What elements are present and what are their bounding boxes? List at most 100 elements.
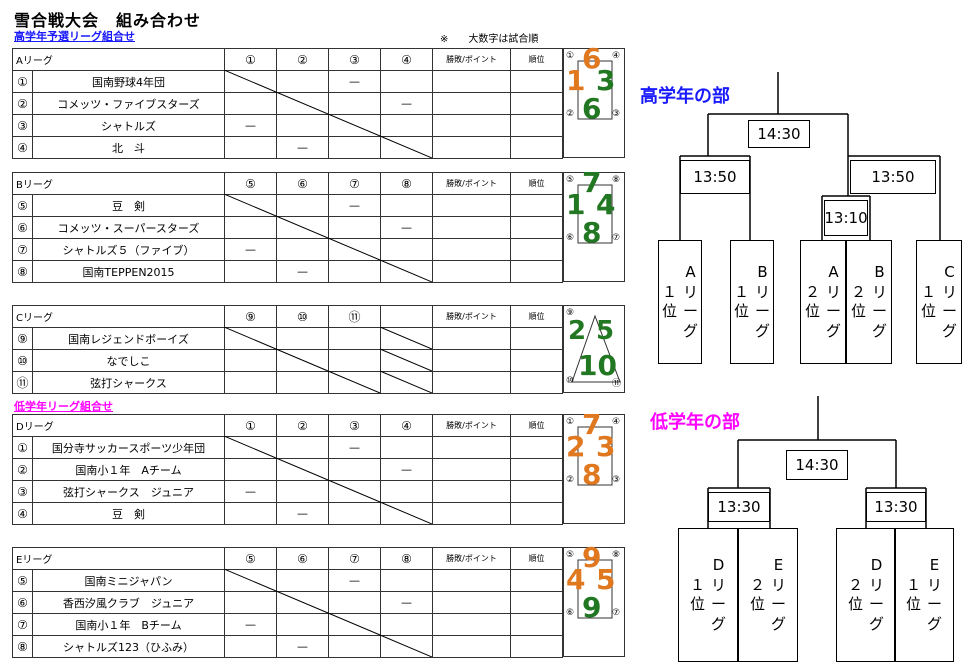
team-name: 国南ミニジャパン — [31, 569, 226, 592]
diagonal-line — [379, 370, 432, 393]
triangle-shape — [571, 314, 621, 383]
entry-rank-text: １ — [661, 282, 677, 301]
entry-league-text: ー — [872, 302, 888, 320]
entry-rank-text: ２ — [749, 575, 765, 594]
note: ※ 大数字は試合順 — [440, 34, 539, 45]
corner-label: ④ — [612, 417, 621, 427]
diagonal-overlay — [224, 436, 432, 524]
diagonal-overlay — [224, 70, 432, 158]
high-section-label: 高学年予選リーグ組合せ — [14, 30, 135, 43]
low-bracket-title: 低学年の部 — [650, 412, 740, 433]
game-order-number: 3 — [596, 430, 616, 463]
team-name: 北 斗 — [32, 136, 225, 159]
page-title: 雪合戦大会 組み合わせ — [14, 11, 202, 30]
entry-league-letter: B — [757, 263, 768, 281]
entry-league-text: グ — [826, 321, 842, 340]
game-order-number: 2 — [568, 316, 587, 346]
entry-league-text: グ — [942, 321, 958, 340]
entry-rank-text: １ — [689, 575, 705, 594]
game-order-number: 8 — [582, 458, 602, 491]
rank-cell — [510, 502, 564, 525]
entry-rank-text: 位 — [847, 595, 863, 613]
game-order-number: 2 — [566, 430, 586, 463]
game-order-number: 5 — [596, 563, 616, 596]
team-name: 弦打シャークス — [31, 371, 226, 394]
final-time: 14:30 — [748, 120, 810, 148]
corner-label: ⑦ — [612, 608, 621, 618]
diagonal-overlay — [224, 569, 432, 657]
entry-league-text: ー — [755, 302, 771, 320]
entry-rank-text: ２ — [847, 575, 863, 594]
entry-league-text: ー — [711, 595, 727, 613]
entry-league-text: リ — [826, 282, 842, 301]
entry-league-text: リ — [683, 282, 699, 301]
final-time: 14:30 — [786, 450, 848, 480]
entry-rank-text: 位 — [905, 595, 921, 613]
high-bracket-title: 高学年の部 — [640, 86, 730, 107]
corner-label: ③ — [612, 475, 621, 485]
square-shape — [577, 426, 613, 486]
entry-rank-text: 位 — [804, 302, 820, 320]
entry-league-text: グ — [771, 614, 787, 633]
game-order-number: 9 — [582, 591, 602, 624]
diagonal-overlay — [224, 327, 432, 393]
game-order-number: 1 — [566, 188, 586, 221]
team-name: 国南小１年 Aチーム — [31, 458, 226, 481]
low-section-label: 低学年リーグ組合せ — [14, 400, 113, 413]
team-name: 香西汐風クラブ ジュニア — [31, 591, 226, 614]
game-order-number: 6 — [582, 42, 602, 75]
entry-league-text: グ — [872, 321, 888, 340]
semi-time-right: 13:50 — [850, 160, 936, 194]
entry-league-letter: D — [870, 556, 883, 574]
corner-label: ③ — [612, 109, 621, 119]
corner-label: ⑥ — [566, 608, 575, 618]
corner-label: ② — [566, 475, 575, 485]
team-number: ⑪ — [12, 371, 33, 394]
entry-league-text: リ — [942, 282, 958, 301]
entry-league-text: ー — [942, 302, 958, 320]
game-order-number: 7 — [582, 408, 602, 441]
entry-league-text: リ — [771, 575, 787, 594]
entry-league-letter: E — [929, 556, 940, 574]
entry-rank-text: １ — [733, 282, 749, 301]
entry-rank-text: ２ — [850, 282, 866, 301]
corner-label: ⑤ — [566, 550, 575, 560]
game-order-number: 6 — [582, 92, 602, 125]
entry-league-text: ー — [683, 302, 699, 320]
entry-rank-text: 位 — [689, 595, 705, 613]
diagonal-line — [224, 436, 432, 524]
game-order-number: 4 — [596, 188, 616, 221]
team-name: 国南TEPPEN2015 — [32, 260, 225, 283]
corner-label: ⑧ — [612, 175, 621, 185]
corner-label: ② — [566, 109, 575, 119]
game-order-number: 9 — [582, 541, 602, 574]
diagonal-line — [275, 348, 329, 372]
game-order-number: 1 — [566, 64, 586, 97]
game-order-number: 7 — [582, 166, 602, 199]
entry-league-text: リ — [927, 575, 943, 594]
diagonal-line — [224, 569, 432, 657]
corner-label: ① — [566, 51, 575, 61]
corner-label: ④ — [612, 51, 621, 61]
entry-league-text: グ — [683, 321, 699, 340]
semi-time-right: 13:30 — [866, 492, 926, 522]
entry-league-text: グ — [869, 614, 885, 633]
score-cell: — — [276, 635, 330, 658]
entry-league-text: ー — [927, 595, 943, 613]
team-name: コメッツ・スーパースターズ — [32, 216, 225, 239]
